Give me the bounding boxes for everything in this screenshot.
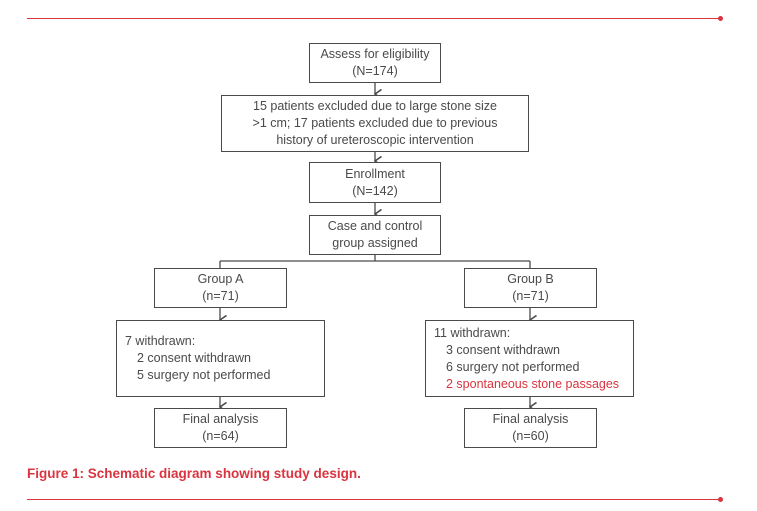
excluded-line-1: 15 patients excluded due to large stone … bbox=[253, 99, 497, 113]
withdrawn-a-item: 5 surgery not performed bbox=[137, 368, 271, 382]
withdrawn-b-item: 6 surgery not performed bbox=[446, 359, 580, 374]
enrollment-label: Enrollment bbox=[345, 166, 405, 181]
group-a-box: Group A (n=71) bbox=[154, 268, 287, 308]
excluded-line-3: history of ureteroscopic intervention bbox=[276, 133, 474, 147]
top-divider bbox=[27, 16, 723, 21]
figure-caption: Figure 1: Schematic diagram showing stud… bbox=[27, 466, 361, 481]
withdrawn-b-item: 3 consent withdrawn bbox=[446, 342, 560, 357]
bottom-divider bbox=[27, 497, 723, 502]
excluded-line-2: >1 cm; 17 patients excluded due to previ… bbox=[252, 116, 498, 130]
assigned-line-1: Case and control bbox=[327, 219, 423, 233]
final-b-label: Final analysis bbox=[492, 412, 569, 426]
withdrawn-a-item: 2 consent withdrawn bbox=[137, 351, 251, 365]
final-a-count: (n=64) bbox=[202, 429, 239, 443]
withdrawn-b-box: 11 withdrawn: 3 consent withdrawn 6 surg… bbox=[425, 320, 634, 397]
group-a-count: (n=71) bbox=[202, 289, 239, 303]
excluded-box: 15 patients excluded due to large stone … bbox=[221, 95, 529, 152]
enrollment-box: Enrollment (N=142) bbox=[309, 162, 441, 203]
final-b-count: (n=60) bbox=[512, 429, 549, 443]
withdrawn-b-item-highlight: 2 spontaneous stone passages bbox=[446, 376, 620, 391]
withdrawn-a-box: 7 withdrawn: 2 consent withdrawn 5 surge… bbox=[116, 320, 325, 397]
eligibility-count: (N=174) bbox=[352, 64, 398, 78]
withdrawn-b-title: 11 withdrawn: bbox=[434, 325, 511, 340]
eligibility-box: Assess for eligibility (N=174) bbox=[309, 43, 441, 83]
eligibility-label: Assess for eligibility bbox=[320, 47, 430, 61]
group-b-count: (n=71) bbox=[512, 289, 549, 303]
final-b-box: Final analysis (n=60) bbox=[464, 408, 597, 448]
final-a-label: Final analysis bbox=[182, 412, 259, 426]
group-a-label: Group A bbox=[197, 272, 244, 286]
enrollment-count: (N=142) bbox=[352, 183, 398, 198]
withdrawn-a-title: 7 withdrawn: bbox=[125, 334, 196, 348]
assigned-box: Case and control group assigned bbox=[309, 215, 441, 255]
final-a-box: Final analysis (n=64) bbox=[154, 408, 287, 448]
group-b-box: Group B (n=71) bbox=[464, 268, 597, 308]
assigned-line-2: group assigned bbox=[332, 236, 418, 250]
group-b-label: Group B bbox=[507, 272, 554, 286]
